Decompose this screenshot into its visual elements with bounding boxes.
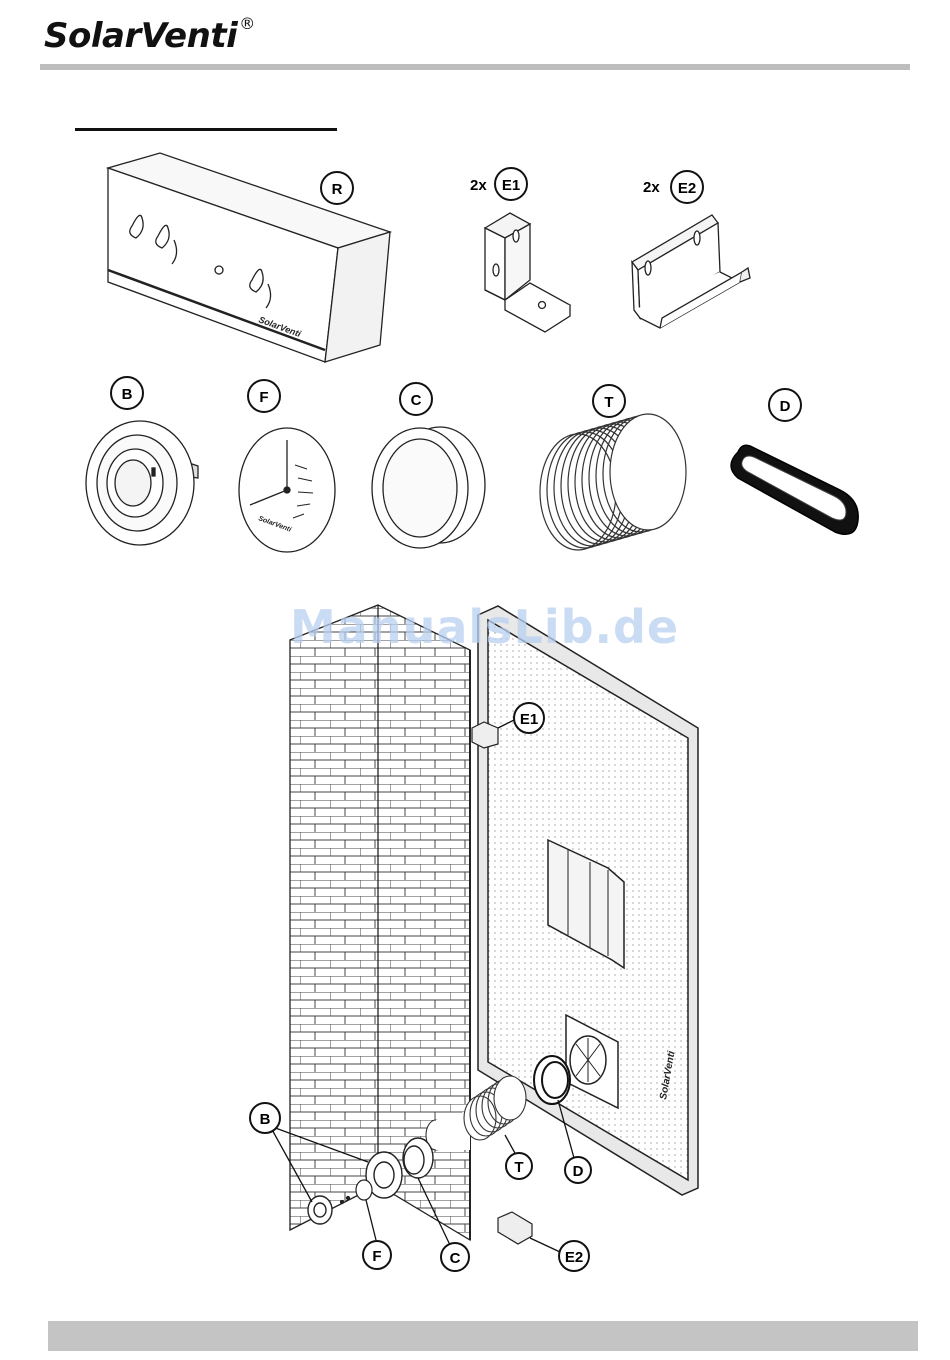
callout-t: T [593, 385, 625, 417]
callout-c-label: C [411, 392, 422, 409]
assembly-callout-e2-label: E2 [565, 1249, 583, 1266]
callout-d-label: D [780, 398, 791, 415]
assembly-callout-t-label: T [514, 1159, 523, 1176]
callout-b-label: B [122, 386, 133, 403]
part-e2-channel-bracket [632, 215, 750, 328]
assembly-callout-e1-label: E1 [520, 711, 538, 728]
callout-e1: E1 [495, 168, 527, 200]
part-d-gasket [731, 445, 858, 534]
part-t-flex-tube [540, 414, 686, 550]
assembly-callout-t: T [506, 1153, 532, 1179]
callout-r: R [321, 172, 353, 204]
assembly-d-gasket [534, 1056, 570, 1104]
watermark-text: ManualsLib.de [290, 600, 679, 654]
callout-e2-label: E2 [678, 180, 696, 197]
qty-e1: 2x [470, 177, 487, 194]
callout-r-label: R [332, 181, 343, 198]
assembly-callout-c-label: C [450, 1250, 461, 1267]
part-c-collar-ring [372, 427, 485, 548]
assembly-callout-b: B [250, 1103, 280, 1133]
assembly-e2-bracket [498, 1212, 532, 1244]
assembly-callout-f: F [363, 1241, 391, 1269]
assembly-callout-e1: E1 [514, 703, 544, 733]
part-e1-angle-bracket [485, 213, 570, 332]
assembly-callout-e2: E2 [559, 1241, 589, 1271]
assembly-c-collar [403, 1138, 433, 1178]
assembly-callout-f-label: F [372, 1248, 381, 1265]
assembly-e1-bracket [472, 722, 498, 748]
callout-b: B [111, 377, 143, 409]
callout-d: D [769, 389, 801, 421]
assembly-callout-c: C [441, 1243, 469, 1271]
qty-e2: 2x [643, 179, 660, 196]
assembly-callout-b-label: B [260, 1111, 271, 1128]
footer-bar [48, 1321, 918, 1351]
callout-f: F [248, 380, 280, 412]
assembly-callout-d: D [565, 1157, 591, 1183]
callout-f-label: F [259, 389, 268, 406]
callout-e2: E2 [671, 171, 703, 203]
part-b-vent-valve [86, 421, 198, 545]
callout-t-label: T [604, 394, 613, 411]
assembly-callout-d-label: D [573, 1163, 584, 1180]
callout-c: C [400, 383, 432, 415]
callout-e1-label: E1 [502, 177, 520, 194]
part-f-flow-disc: SolarVenti [239, 428, 335, 552]
